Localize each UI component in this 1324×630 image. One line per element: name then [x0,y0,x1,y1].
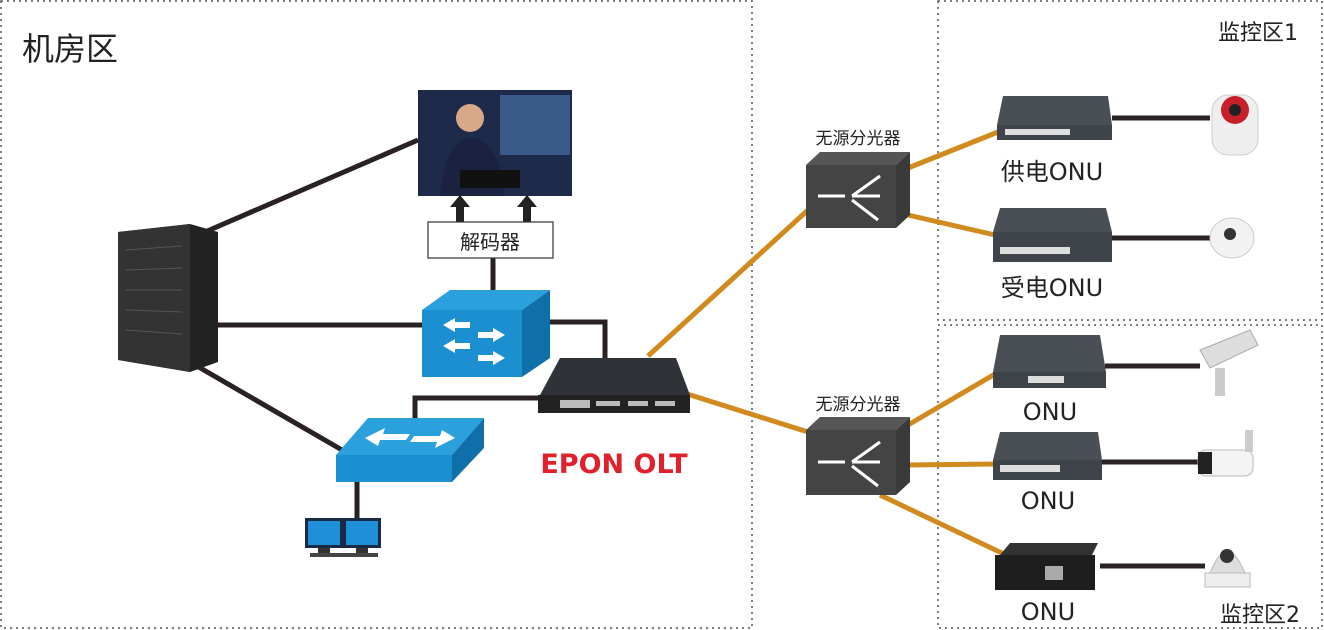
link-core-switch-olt [550,319,608,362]
onu-receiving-device [993,208,1112,262]
machine-room-zone [0,0,753,629]
arrow-up-icon [450,195,470,207]
fiber-splitter2-onu3 [906,371,997,428]
epon-olt-device [538,358,690,413]
fiber-splitter1-onu1 [907,129,999,171]
fiber-splitter2-onu4 [907,461,996,468]
ceiling-dome-camera-icon [1204,549,1251,588]
onu-5-label: ONU [1021,598,1075,626]
olt-label: EPON OLT [540,449,688,480]
onu-4-label: ONU [1021,487,1075,515]
monitor-zone-1 [937,0,1323,321]
decoder-box [427,221,554,259]
onu-3-device [993,335,1106,388]
machine-room-label: 机房区 [22,30,118,68]
splitter-2-icon [806,417,910,495]
bullet-camera-icon [1197,430,1254,477]
server-rack-icon [118,224,218,372]
decoder-label: 解码器 [460,230,520,254]
link-server-display [204,137,419,235]
monitor-zone-1-label: 监控区1 [1218,21,1298,46]
monitor-zone-2 [937,324,1323,629]
splitter-2-label: 无源分光器 [816,395,901,415]
core-switch-icon [422,290,550,377]
arrow-up-icon [456,205,464,223]
onu-powered-label: 供电ONU [1001,158,1103,186]
onu-3-label: ONU [1023,398,1077,426]
fiber-splitter1-onu2 [907,212,996,238]
splitter-1-icon [806,152,910,228]
dome-camera-icon [1209,217,1255,259]
arrow-up-icon [517,195,537,207]
fiber-olt-splitter-1 [646,208,810,358]
copper-links [188,115,1210,569]
fiber-links [646,129,1010,559]
onu-5-device [995,543,1098,590]
monitoring-display-image [418,90,572,196]
monitor-zone-2-label: 监控区2 [1220,603,1300,628]
decoder-output-arrows [450,195,537,223]
onu-powered-device [997,96,1112,140]
arrow-up-icon [523,205,531,223]
link-server-access-switch [188,359,344,453]
splitter-1-label: 无源分光器 [816,129,901,149]
bullet-camera-icon [1199,329,1259,396]
onu-4-device [993,432,1102,480]
wifi-dome-camera-icon [1211,94,1259,156]
link-access-switch-olt [412,395,542,422]
onu-receiving-label: 受电ONU [1001,274,1103,302]
workstation-monitors-icon [305,518,381,557]
fiber-splitter2-onu5 [878,492,1010,559]
fiber-olt-splitter-2 [683,390,809,435]
access-switch-icon [336,418,484,482]
